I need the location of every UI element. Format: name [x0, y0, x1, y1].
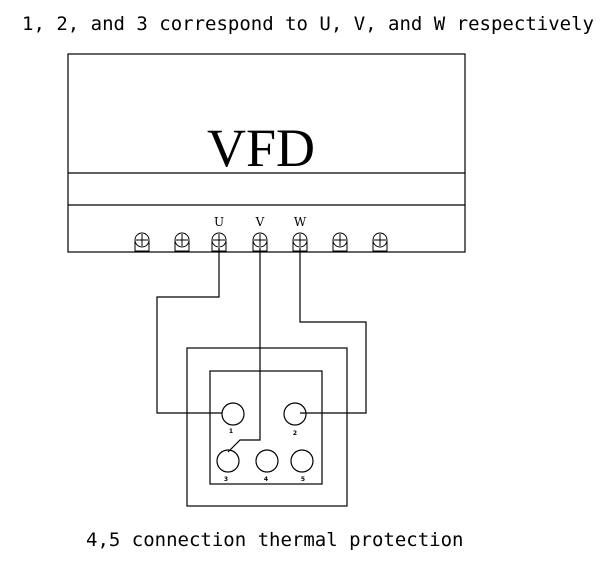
vfd-terminal-screw [174, 232, 190, 252]
motor-terminal-1 [221, 402, 245, 426]
terminal-box-inner [209, 370, 323, 485]
motor-terminal-label-3: 3 [224, 476, 228, 483]
wire-u [156, 248, 222, 414]
wiring [156, 248, 367, 453]
vfd-label: VFD [207, 118, 315, 178]
bottom-caption: 4,5 connection thermal protection [86, 529, 464, 551]
vfd-terminal-screw [332, 232, 348, 252]
vfd-terminal-screw [292, 232, 308, 252]
motor-terminal-3 [216, 449, 240, 473]
terminal-label-w: W [294, 215, 307, 229]
top-caption: 1, 2, and 3 correspond to U, V, and W re… [22, 13, 594, 35]
terminal-box-outer [186, 347, 348, 507]
vfd-terminal-screw [372, 232, 388, 252]
vfd-outline [67, 53, 466, 253]
motor-terminal-label-4: 4 [264, 476, 268, 483]
terminal-label-v: V [255, 215, 265, 229]
motor-terminal-4 [255, 449, 279, 473]
motor-terminal-5 [290, 449, 314, 473]
vfd-terminal-strip [134, 232, 388, 252]
wire-v [227, 248, 261, 453]
motor-terminal-label-5: 5 [301, 476, 305, 483]
vfd-terminal-screw [134, 232, 150, 252]
motor-terminal-label-2: 2 [293, 430, 297, 437]
vfd-terminal-screw [211, 232, 227, 252]
wire-w [299, 248, 367, 414]
motor-terminal-box: 1 2 3 4 5 [186, 347, 348, 507]
motor-terminal-2 [283, 402, 307, 426]
vfd-unit: VFD U V W [67, 53, 466, 253]
terminal-label-u: U [214, 215, 224, 229]
motor-terminal-label-1: 1 [229, 428, 233, 435]
